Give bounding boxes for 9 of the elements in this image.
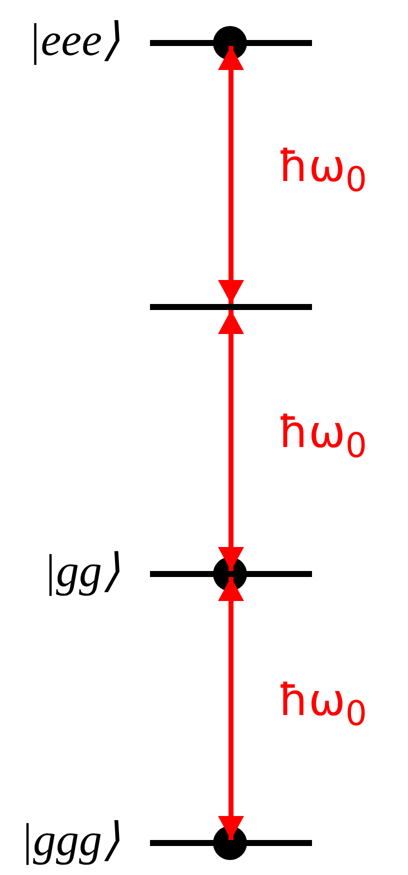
edge-label: ħω$_{0}$ xyxy=(278,410,368,462)
state-label: |gg⟩ xyxy=(43,548,120,594)
edge-label: ħω$_{0}$ xyxy=(278,145,368,197)
double-arrow xyxy=(218,577,244,840)
double-arrow xyxy=(218,46,244,304)
state-label: |eee⟩ xyxy=(28,17,120,63)
double-arrow xyxy=(218,310,244,571)
edge-label: ħω$_{0}$ xyxy=(278,678,368,730)
state-label: |ggg⟩ xyxy=(20,817,120,863)
